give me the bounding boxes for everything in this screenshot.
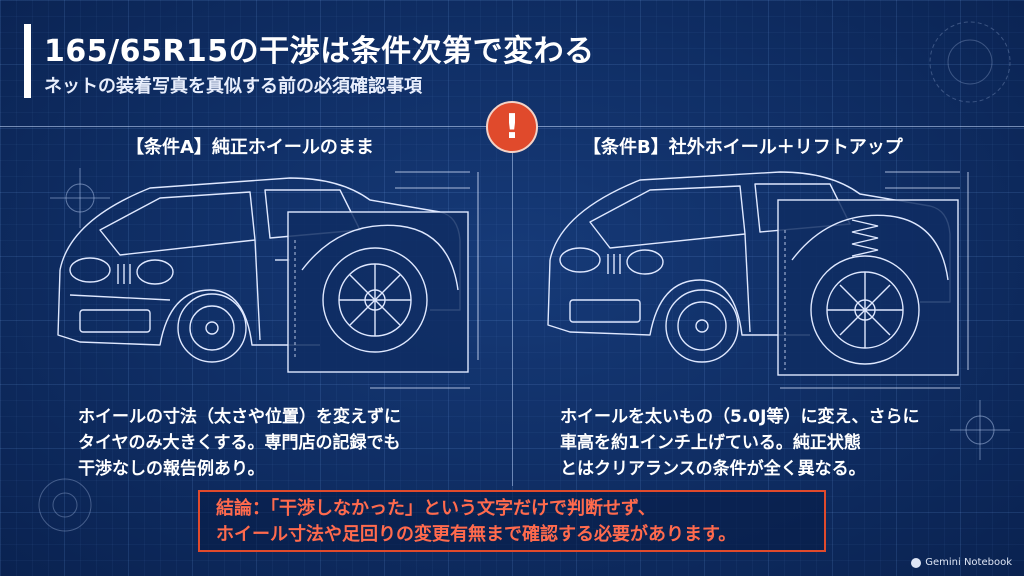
condition-b-description: ホイールを太いもの（5.0J等）に変え、さらに 車高を約1インチ上げている。純正… [560, 404, 919, 482]
description-line: ホイールを太いもの（5.0J等）に変え、さらに [560, 407, 920, 427]
condition-a-label: 【条件A】純正ホイールのまま [126, 137, 374, 158]
description-line: ホイールの寸法（太さや位置）を変えずに [78, 407, 401, 427]
condition-a-description: ホイールの寸法（太さや位置）を変えずに タイヤのみ大きくする。専門店の記録でも … [78, 404, 401, 482]
watermark-text: Gemini Notebook [925, 557, 1012, 568]
title-accent-bar [24, 24, 31, 98]
car-b-illustration [547, 171, 969, 389]
crosshair-icon [950, 400, 1010, 460]
description-line: 干渉なしの報告例あり。 [78, 459, 265, 479]
description-line: タイヤのみ大きくする。専門店の記録でも [78, 433, 401, 453]
conclusion-line: ホイール寸法や足回りの変更有無まで確認する必要があります。 [216, 524, 737, 545]
page-title: 165/65R15の干渉は条件次第で変わる [44, 34, 595, 69]
description-line: とはクリアランスの条件が全く異なる。 [560, 459, 866, 479]
crosshair-icon [38, 478, 92, 532]
center-divider [512, 126, 513, 486]
conclusion-box: 結論：「干渉しなかった」という文字だけで判断せず、 ホイール寸法や足回りの変更有… [198, 490, 826, 552]
condition-b-label: 【条件B】社外ホイール＋リフトアップ [583, 137, 903, 158]
description-line: 車高を約1インチ上げている。純正状態 [560, 433, 861, 453]
watermark-badge: Gemini Notebook [911, 557, 1012, 568]
gear-icon [929, 21, 1011, 103]
page-subtitle: ネットの装着写真を真似する前の必須確認事項 [44, 76, 422, 97]
conclusion-line: 結論：「干渉しなかった」という文字だけで判断せず、 [216, 498, 656, 519]
crosshair-icon [50, 168, 110, 228]
car-a-illustration [57, 171, 479, 389]
notebook-icon [911, 557, 922, 568]
alert-icon: ! [486, 101, 538, 153]
